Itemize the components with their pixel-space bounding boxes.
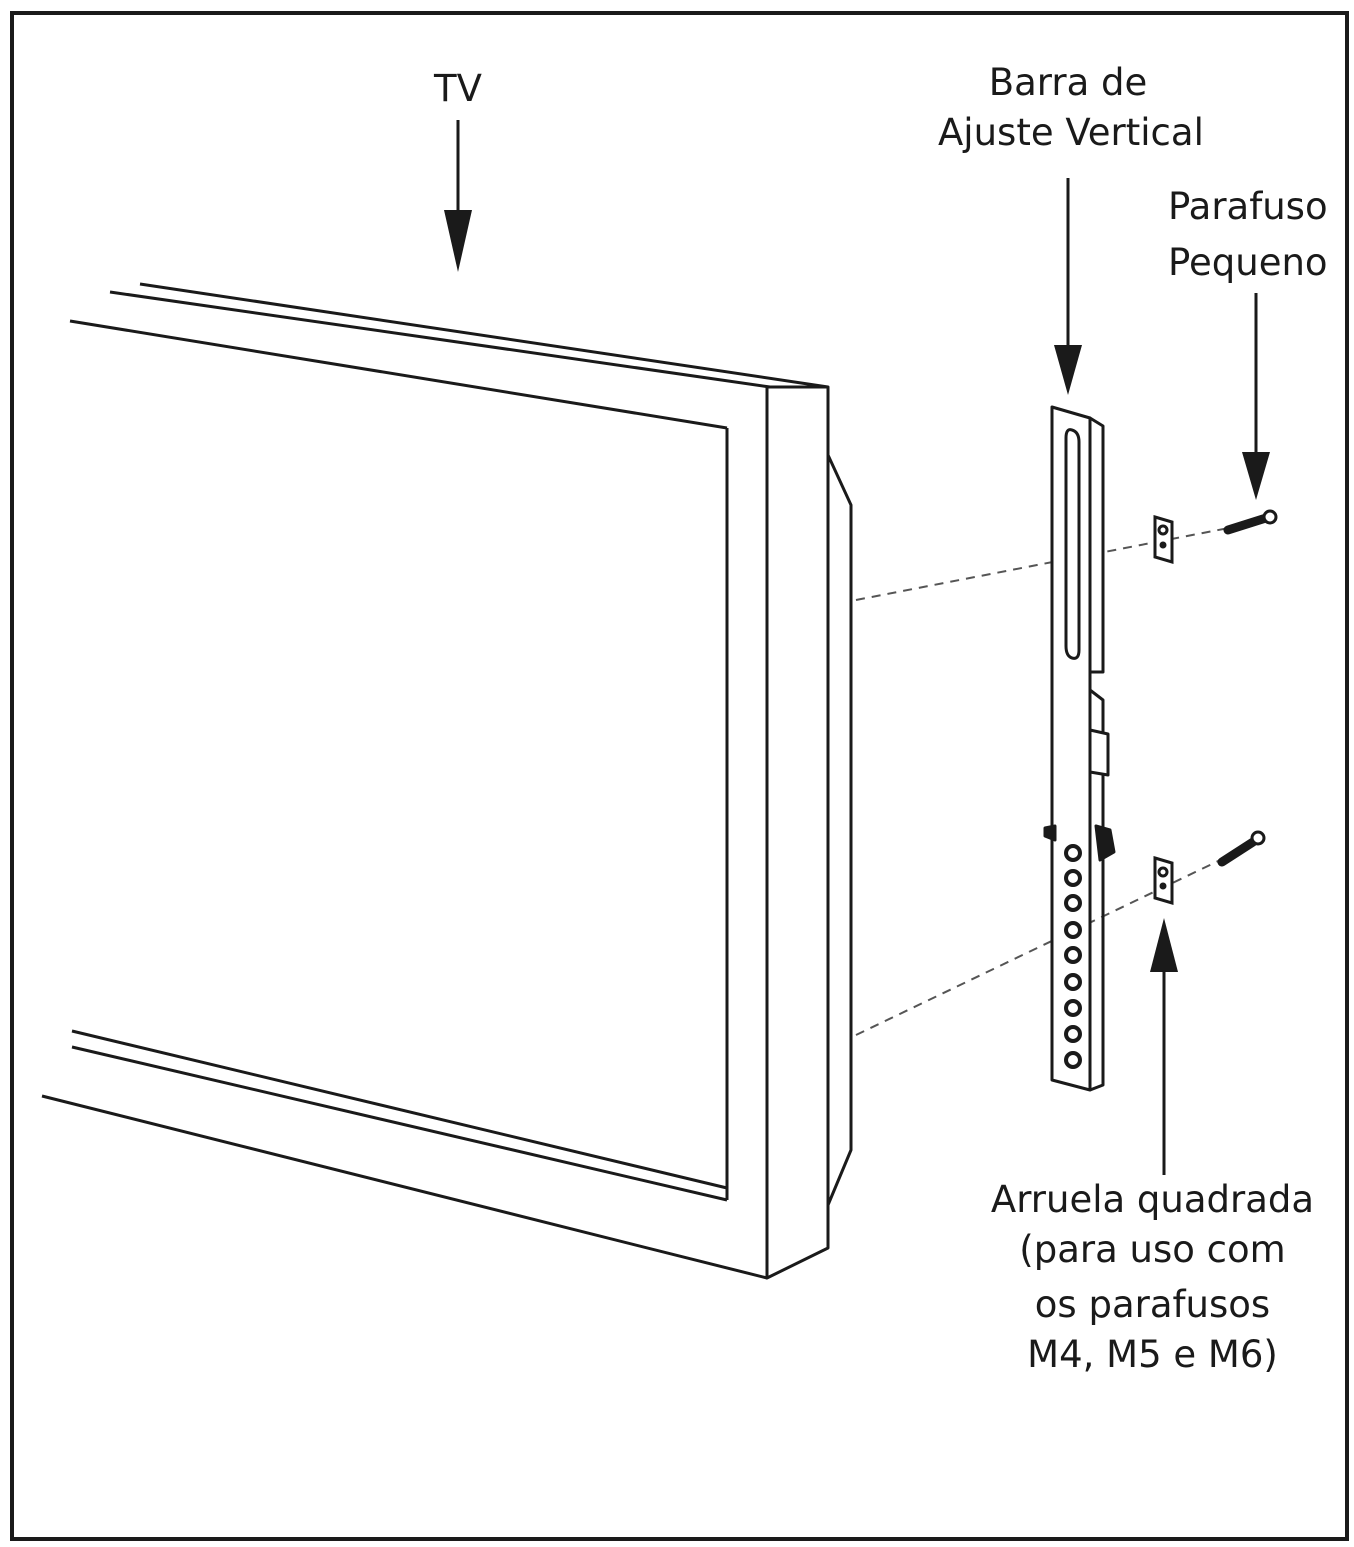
tv-side-panel [765, 385, 830, 1280]
washer-label-line4: M4, M5 e M6) [1027, 1333, 1278, 1376]
small-screw-lower [1217, 830, 1266, 867]
diagram-frame [10, 11, 1349, 1541]
small-screw-upper [1223, 509, 1278, 535]
bar-label-line1: Barra de [988, 61, 1148, 104]
vertical-adjustment-bar [1043, 405, 1116, 1092]
square-washer-upper [1153, 514, 1174, 565]
bar-arrow-head [1054, 345, 1082, 395]
washer-label-line1: Arruela quadrada [990, 1178, 1315, 1221]
bar-holes [1064, 844, 1082, 1069]
tv-top-edge-inner [69, 319, 728, 430]
tv-arrow-head [444, 210, 472, 272]
washer-label-line2: (para uso com [1019, 1228, 1286, 1271]
bar-hole [1064, 973, 1082, 991]
bar-hole [1064, 921, 1082, 939]
tv-bottom-edge-mid [71, 1045, 728, 1202]
washer-arrow-head [1150, 918, 1178, 972]
bar-hole [1064, 844, 1082, 862]
bar-hole [1064, 869, 1082, 887]
screw-label-line1: Parafuso [1168, 185, 1328, 228]
bar-side-flange [1088, 416, 1105, 674]
bar-clip-left [1043, 824, 1057, 842]
tv-top-edge-mid [109, 290, 771, 389]
tv-bottom-edge-inner [71, 1029, 728, 1190]
bar-hole [1064, 999, 1082, 1017]
bar-label-line2: Ajuste Vertical [938, 111, 1204, 154]
bar-hole [1064, 946, 1082, 964]
bar-hole [1064, 1025, 1082, 1043]
tv-bottom-edge-outer [41, 1094, 768, 1280]
screw-arrow-head [1242, 452, 1270, 500]
square-washer-lower [1153, 855, 1174, 906]
bar-hole [1064, 894, 1082, 912]
bar-clip-right [1094, 824, 1116, 862]
tv-label: TV [434, 67, 482, 110]
tv-back-plate [826, 454, 853, 1206]
tv-illustration [41, 282, 853, 1280]
bar-slot [1064, 428, 1081, 660]
bar-hole [1064, 1051, 1082, 1069]
screw-label-line2: Pequeno [1168, 241, 1328, 284]
pointer-arrows [444, 120, 1270, 1175]
washer-label-line3: os parafusos [1034, 1283, 1271, 1326]
bar-middle-tab [1088, 728, 1110, 777]
tv-top-edge-outer [139, 282, 829, 389]
